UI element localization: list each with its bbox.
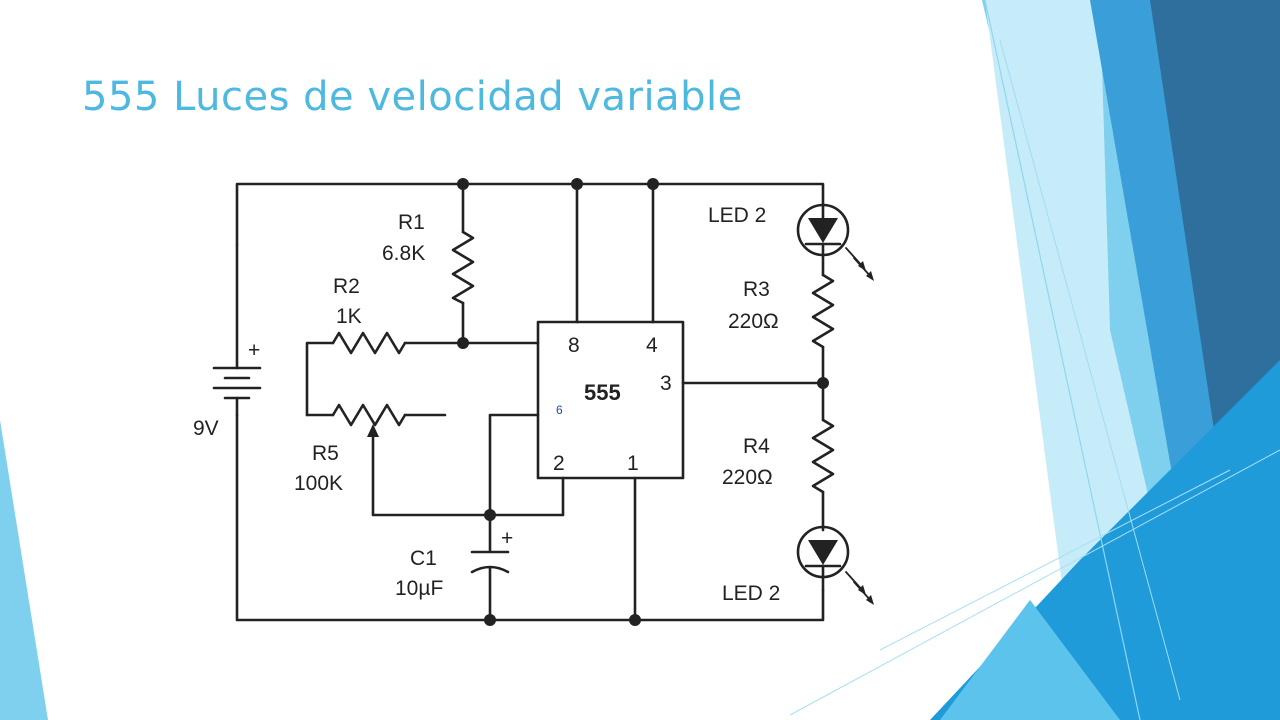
ic-555 [536, 182, 825, 622]
ic-555-label: 555 [584, 380, 621, 405]
thin-line-3 [789, 449, 1280, 716]
r1-name: R1 [398, 211, 425, 234]
r1-value: 6.8K [382, 242, 425, 265]
r3-value: 220Ω [728, 310, 779, 333]
resistor-r2 [305, 331, 540, 417]
resistor-r4 [811, 418, 835, 532]
thin-line-1 [984, 0, 1141, 720]
r5-value: 100K [294, 472, 343, 495]
c1-value: 10µF [395, 577, 443, 600]
c1-plus-sign: + [501, 527, 513, 550]
wire-bottom-rail [235, 413, 825, 622]
potentiometer-r5 [305, 403, 565, 517]
pin-4-label: 4 [646, 334, 658, 357]
capacitor-c1 [470, 550, 510, 622]
led-bottom-label: LED 2 [722, 582, 780, 605]
r3-name: R3 [743, 278, 770, 301]
led-bottom-icon [796, 525, 874, 605]
led-top-label: LED 2 [708, 204, 766, 227]
r2-value: 1K [336, 305, 362, 328]
thin-line-2 [999, 39, 1181, 701]
battery-label: 9V [193, 417, 219, 440]
c1-name: C1 [410, 547, 437, 570]
thin-line-4 [879, 469, 1231, 651]
r4-name: R4 [743, 435, 770, 458]
pin-3-label: 3 [660, 372, 672, 395]
r4-value: 220Ω [722, 466, 773, 489]
pin-8-label: 8 [568, 334, 580, 357]
bottom-facet-light [940, 600, 1120, 720]
wire-pin6 [488, 413, 540, 552]
led-top-icon [796, 203, 874, 281]
battery-9v [212, 243, 262, 417]
r2-name: R2 [333, 275, 360, 298]
junction-dots [457, 178, 829, 626]
slide-title: 555 Luces de velocidad variable [82, 74, 743, 120]
wire-top-rail [235, 182, 825, 247]
left-edge-facet [0, 420, 48, 720]
pin-6-label: 6 [556, 403, 563, 417]
r5-name: R5 [312, 442, 339, 465]
resistor-r3 [811, 273, 835, 422]
pin-1-label: 1 [627, 452, 639, 475]
resistor-r1 [451, 182, 475, 345]
right-facet-dark [1150, 0, 1280, 470]
pin-2-label: 2 [553, 452, 565, 475]
battery-plus-sign: + [248, 339, 260, 362]
